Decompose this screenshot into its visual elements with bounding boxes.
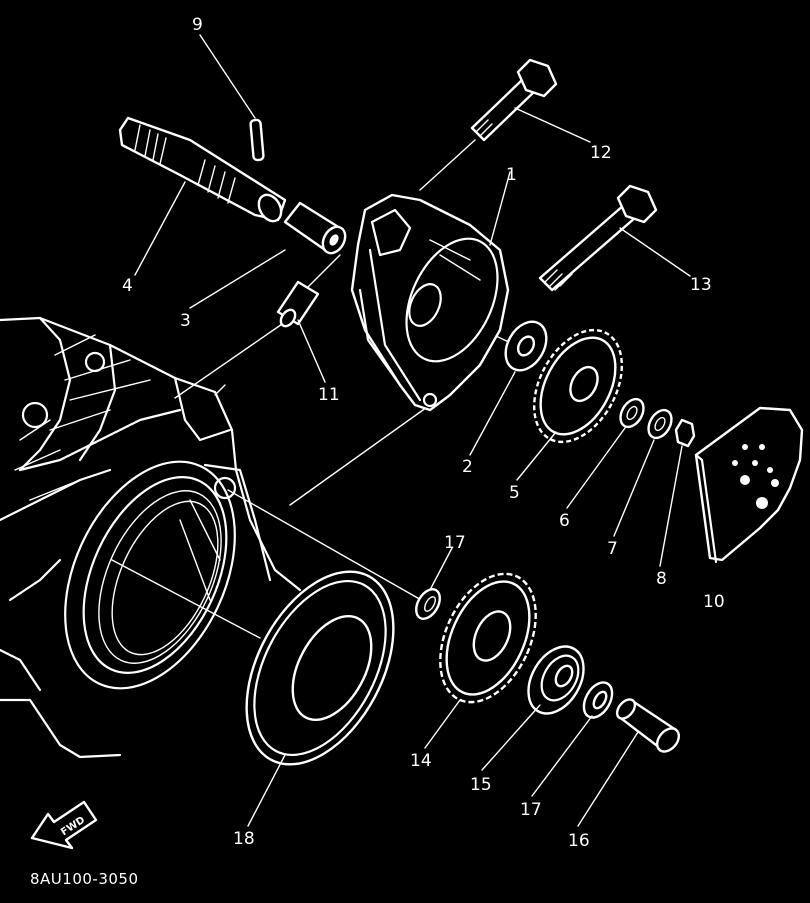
part-2-washer <box>504 320 548 372</box>
label-part-18: 18 <box>233 829 255 849</box>
label-part-11: 11 <box>318 385 340 405</box>
part-18-seal <box>245 570 395 766</box>
label-part-17-lower: 17 <box>520 800 542 820</box>
part-14-sprocket <box>439 572 537 704</box>
part-6-nut <box>619 397 645 429</box>
part-5-sprocket <box>532 328 624 444</box>
label-part-8: 8 <box>656 569 667 589</box>
label-part-5: 5 <box>509 483 520 503</box>
label-part-7: 7 <box>607 539 618 559</box>
part-13-bolt <box>538 184 658 292</box>
leader-lines <box>134 34 691 827</box>
label-part-16: 16 <box>568 831 590 851</box>
label-part-10: 10 <box>703 592 725 612</box>
crankcase-housing <box>0 316 302 759</box>
part-15-bearing <box>527 645 585 715</box>
label-part-9: 9 <box>192 15 203 35</box>
part-number-labels: 9 4 3 11 12 1 13 2 5 6 7 8 10 17 14 15 1… <box>122 15 725 851</box>
label-part-6: 6 <box>559 511 570 531</box>
label-part-15: 15 <box>470 775 492 795</box>
label-part-12: 12 <box>590 143 612 163</box>
part-17-circlip-upper <box>415 588 441 620</box>
label-part-4: 4 <box>122 276 133 296</box>
forward-arrow-icon: FWD <box>30 800 98 850</box>
label-part-1: 1 <box>506 165 517 185</box>
label-part-13: 13 <box>690 275 712 295</box>
label-part-14: 14 <box>410 751 432 771</box>
part-12-bolt <box>470 58 558 142</box>
label-part-17-upper: 17 <box>444 533 466 553</box>
label-part-2: 2 <box>462 457 473 477</box>
part-3-collar <box>283 201 347 255</box>
part-1-bracket <box>350 193 510 412</box>
part-8-nut <box>674 418 696 448</box>
part-7-washer <box>647 408 673 440</box>
assembly-center-lines <box>111 139 516 639</box>
part-16-pin <box>615 698 681 753</box>
part-9-pin <box>249 118 265 162</box>
part-17-circlip-lower <box>582 681 614 719</box>
label-part-3: 3 <box>180 311 191 331</box>
part-11-dowel <box>276 280 320 328</box>
diagram-code: 8AU100-3050 <box>30 870 139 888</box>
part-4-shaft <box>118 116 287 223</box>
part-10-plate <box>694 406 804 564</box>
